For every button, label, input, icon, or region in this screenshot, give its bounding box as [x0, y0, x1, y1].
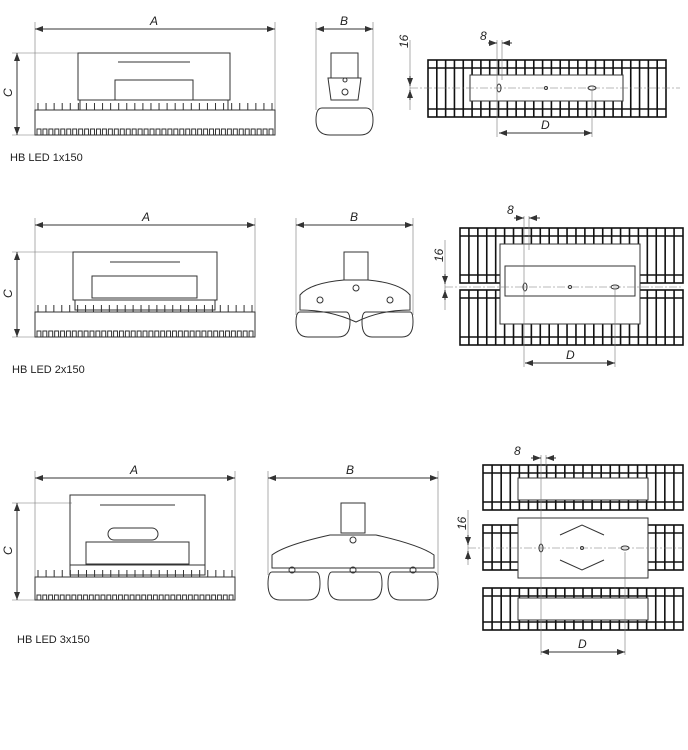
- dimension-c-label: C: [1, 88, 15, 97]
- model-3-caption: HB LED 3x150: [17, 634, 90, 646]
- front-view: A C: [1, 14, 276, 136]
- side-view: B: [295, 210, 414, 338]
- heatsink-grid: [483, 465, 683, 510]
- dimension-c-label: C: [1, 546, 15, 555]
- dimension-a-label: A: [141, 210, 150, 224]
- model-1-caption: HB LED 1x150: [10, 152, 83, 164]
- dimension-d-label: D: [566, 348, 575, 362]
- dimension-16-label: 16: [432, 248, 446, 262]
- model-2-drawing: A C B: [1, 203, 684, 367]
- heatsink-teeth: [36, 330, 254, 338]
- dimension-c-label: C: [1, 289, 15, 298]
- heatsink-teeth: [36, 594, 234, 601]
- model-3-drawing: A C B: [1, 444, 684, 655]
- dimension-d-label: D: [578, 637, 587, 651]
- dimension-b-label: B: [346, 463, 354, 477]
- dimension-b-label: B: [340, 14, 348, 28]
- front-view: A C: [1, 463, 236, 601]
- model-1-drawing: A C B 8: [1, 14, 680, 137]
- dimension-a-label: A: [129, 463, 138, 477]
- heatsink-teeth: [36, 128, 274, 136]
- dimension-a-label: A: [149, 14, 158, 28]
- heatsink-fins: [37, 103, 273, 110]
- dimension-8-label: 8: [480, 29, 487, 43]
- dimension-8-label: 8: [507, 203, 514, 217]
- top-view: 8 16 D: [397, 29, 680, 137]
- dimension-b-label: B: [350, 210, 358, 224]
- dimension-16-label: 16: [455, 516, 469, 530]
- dimension-8-label: 8: [514, 444, 521, 458]
- dimension-16-label: 16: [397, 34, 411, 48]
- top-view: 8 16 D: [455, 444, 684, 655]
- side-view: B: [267, 463, 439, 601]
- top-view: 8 16 D: [432, 203, 684, 367]
- heatsink-fins: [37, 570, 233, 577]
- heatsink-fins: [37, 305, 253, 312]
- side-view: B: [315, 14, 374, 136]
- front-view: A C: [1, 210, 256, 338]
- model-2-caption: HB LED 2x150: [12, 364, 85, 376]
- dimension-d-label: D: [541, 118, 550, 132]
